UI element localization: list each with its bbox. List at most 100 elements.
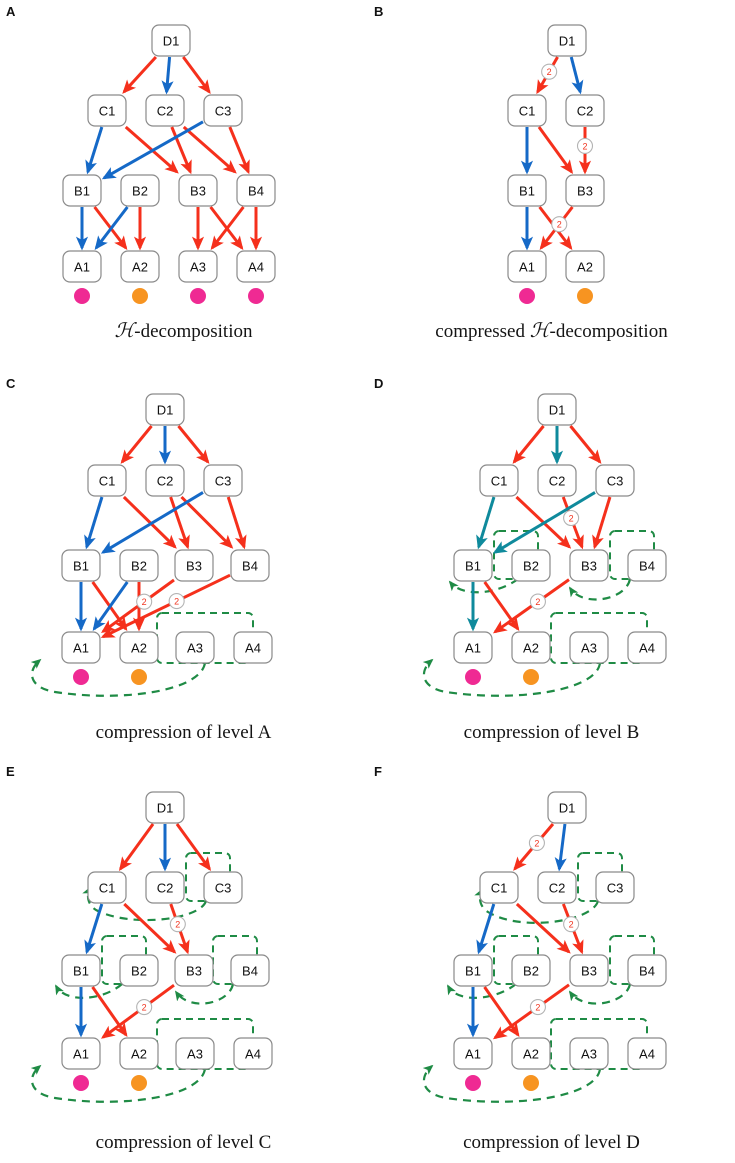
node-B1[interactable]: B1 [61,954,101,987]
curve-A-to-A1 [422,1064,602,1103]
curve-C-to-C1 [474,888,600,924]
node-B4[interactable]: B4 [627,549,667,582]
node-B4[interactable]: B4 [230,954,270,987]
node-A4[interactable]: A4 [236,250,276,283]
node-C1[interactable]: C1 [87,94,127,127]
node-B3[interactable]: B3 [178,174,218,207]
edge-D1-C2 [161,56,174,95]
node-A2[interactable]: A2 [119,1037,159,1070]
node-A3[interactable]: A3 [175,631,215,664]
node-C3[interactable]: C3 [203,464,243,497]
node-label: C2 [157,104,174,119]
node-A4[interactable]: A4 [233,1037,273,1070]
node-B1[interactable]: B1 [61,549,101,582]
node-B3[interactable]: B3 [174,549,214,582]
node-B2[interactable]: B2 [119,549,159,582]
node-C2[interactable]: C2 [145,871,185,904]
node-A1[interactable]: A1 [61,631,101,664]
node-B3[interactable]: B3 [569,954,609,987]
node-D1[interactable]: D1 [547,791,587,824]
node-C1[interactable]: C1 [87,871,127,904]
node-B1[interactable]: B1 [507,174,547,207]
edge-C2-B3 [169,496,190,550]
node-A4[interactable]: A4 [627,1037,667,1070]
node-A4[interactable]: A4 [233,631,273,664]
node-C2[interactable]: C2 [537,871,577,904]
node-label: B2 [523,559,539,574]
badge-label: 2 [582,141,587,151]
node-A1[interactable]: A1 [453,1037,493,1070]
badge-C2-B3: 2 [576,137,594,154]
node-A2[interactable]: A2 [119,631,159,664]
badge-label: 2 [547,67,552,77]
node-C3[interactable]: C3 [203,871,243,904]
node-D1[interactable]: D1 [547,24,587,57]
node-A2[interactable]: A2 [511,631,551,664]
node-label: A1 [74,260,90,275]
node-B2[interactable]: B2 [120,174,160,207]
edges [466,425,612,634]
node-B1[interactable]: B1 [62,174,102,207]
dot-A1-magenta [465,1075,481,1091]
node-B1[interactable]: B1 [453,549,493,582]
node-C2[interactable]: C2 [145,94,185,127]
node-A4[interactable]: A4 [627,631,667,664]
node-C2[interactable]: C2 [537,464,577,497]
node-C1[interactable]: C1 [479,871,519,904]
node-B3[interactable]: B3 [569,549,609,582]
node-A3[interactable]: A3 [175,1037,215,1070]
node-B3[interactable]: B3 [565,174,605,207]
node-C2[interactable]: C2 [565,94,605,127]
node-A1[interactable]: A1 [62,250,102,283]
node-B2[interactable]: B2 [511,549,551,582]
node-B3[interactable]: B3 [174,954,214,987]
node-B4[interactable]: B4 [627,954,667,987]
edge-C3-B4 [228,126,250,175]
node-label: D1 [157,801,174,816]
node-label: C2 [549,881,566,896]
badge-label: 2 [535,597,540,607]
node-A1[interactable]: A1 [61,1037,101,1070]
node-C3[interactable]: C3 [203,94,243,127]
node-B4[interactable]: B4 [230,549,270,582]
node-C1[interactable]: C1 [87,464,127,497]
node-B1[interactable]: B1 [453,954,493,987]
node-A3[interactable]: A3 [569,1037,609,1070]
panel-caption-d: compression of level B [463,722,640,743]
node-A3[interactable]: A3 [178,250,218,283]
panel-caption-e: compression of level C [95,1132,272,1153]
node-label: B1 [465,964,481,979]
curve-B-to-B3 [568,983,632,1005]
node-D1[interactable]: D1 [537,393,577,426]
node-B4[interactable]: B4 [236,174,276,207]
node-label: C1 [519,104,536,119]
node-A2[interactable]: A2 [511,1037,551,1070]
node-A2[interactable]: A2 [120,250,160,283]
curve-B2-to-B1 [55,983,123,999]
panel-caption-c: compression of level A [95,722,272,743]
node-C1[interactable]: C1 [507,94,547,127]
node-label: D1 [549,403,566,418]
node-A1[interactable]: A1 [453,631,493,664]
node-C3[interactable]: C3 [595,871,635,904]
badge-B3-A1: 2 [136,593,153,610]
node-D1[interactable]: D1 [145,791,185,824]
node-C2[interactable]: C2 [145,464,185,497]
node-C1[interactable]: C1 [479,464,519,497]
node-D1[interactable]: D1 [145,393,185,426]
node-label: C1 [491,474,508,489]
node-A2[interactable]: A2 [565,250,605,283]
node-B2[interactable]: B2 [511,954,551,987]
node-B2[interactable]: B2 [119,954,159,987]
node-A1[interactable]: A1 [507,250,547,283]
node-D1[interactable]: D1 [151,24,191,57]
node-C3[interactable]: C3 [595,464,635,497]
node-A3[interactable]: A3 [569,631,609,664]
